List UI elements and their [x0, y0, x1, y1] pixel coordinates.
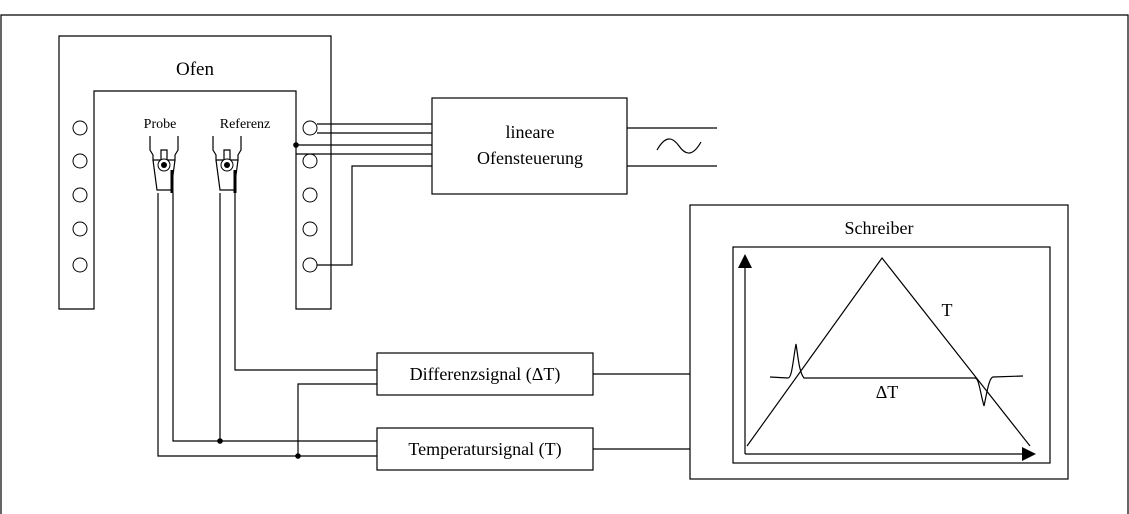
controller-wires	[293, 123, 432, 266]
recorder-screen	[732, 246, 1051, 464]
recorder-title: Schreiber	[845, 218, 914, 238]
recorder-axes	[738, 254, 1036, 461]
oven-title: Ofen	[176, 59, 214, 80]
differential-signal-box	[376, 352, 594, 396]
curve-dt-label: ΔT	[876, 382, 899, 402]
differential-signal-label: Differenzsignal (ΔT)	[410, 364, 561, 385]
crucible-holder-icon	[212, 136, 242, 193]
controller-line1: lineare	[506, 122, 555, 142]
thermocouple-wires	[157, 193, 377, 459]
oven-body	[58, 35, 332, 310]
heating-coil-icon	[302, 120, 318, 273]
temperature-signal-label: Temperatursignal (T)	[408, 439, 561, 460]
temperature-signal-box	[376, 427, 594, 471]
controller-line2: Ofensteuerung	[477, 148, 583, 168]
temperature-curve	[746, 257, 1031, 447]
crucible-holder-icon	[149, 136, 179, 193]
oven-controller-box	[431, 97, 628, 195]
differential-curve	[769, 343, 1024, 407]
heating-coil-icon	[72, 120, 88, 273]
sample-label: Probe	[144, 117, 177, 132]
reference-label: Referenz	[220, 117, 271, 132]
sine-wave-icon	[656, 138, 702, 154]
curve-t-label: T	[942, 300, 953, 320]
frame	[0, 14, 1129, 514]
